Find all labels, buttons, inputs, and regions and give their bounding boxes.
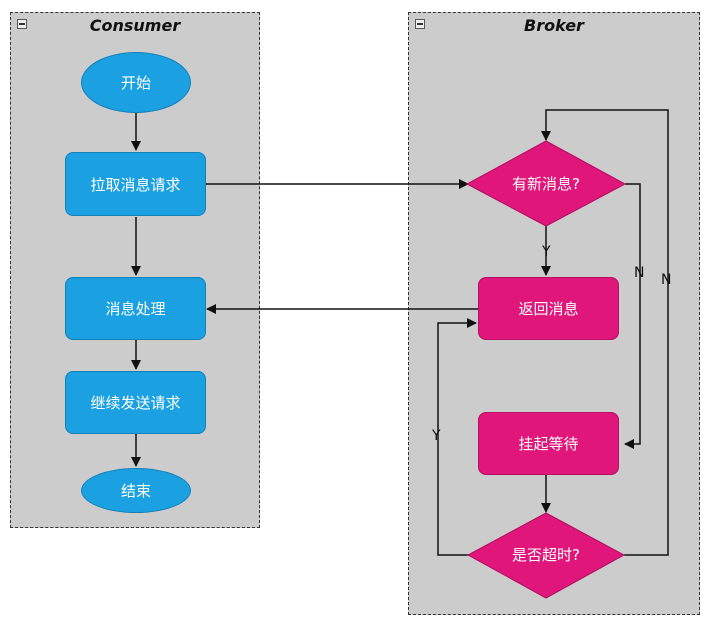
arrow-hasnew-no (624, 183, 641, 449)
arrow-timeout-yes-return (437, 318, 477, 556)
decision-timeout[interactable]: 是否超时? (466, 512, 626, 599)
end-node[interactable]: 结束 (81, 468, 191, 513)
broker-lane-title: Broker (524, 16, 584, 35)
continue-send-node[interactable]: 继续发送请求 (65, 371, 206, 434)
decision-timeout-label: 是否超时? (512, 546, 580, 564)
edge-label-y-down: Y (541, 244, 551, 260)
decision-has-new[interactable]: 有新消息? (465, 140, 627, 227)
arrow-timeout-no-loop (541, 109, 669, 556)
consumer-lane-title: Consumer (89, 16, 181, 35)
collapse-icon[interactable] (17, 19, 27, 29)
collapse-icon[interactable] (415, 19, 425, 29)
suspend-wait-node[interactable]: 挂起等待 (478, 412, 619, 475)
return-message-node[interactable]: 返回消息 (478, 277, 619, 340)
pull-request-node[interactable]: 拉取消息请求 (65, 152, 206, 216)
edge-label-n-wait: N (634, 265, 644, 281)
decision-has-new-label: 有新消息? (512, 175, 580, 193)
edge-label-n-loop: N (661, 272, 671, 288)
edge-label-y-back: Y (431, 428, 441, 444)
start-node[interactable]: 开始 (81, 52, 191, 113)
process-node[interactable]: 消息处理 (65, 277, 206, 340)
